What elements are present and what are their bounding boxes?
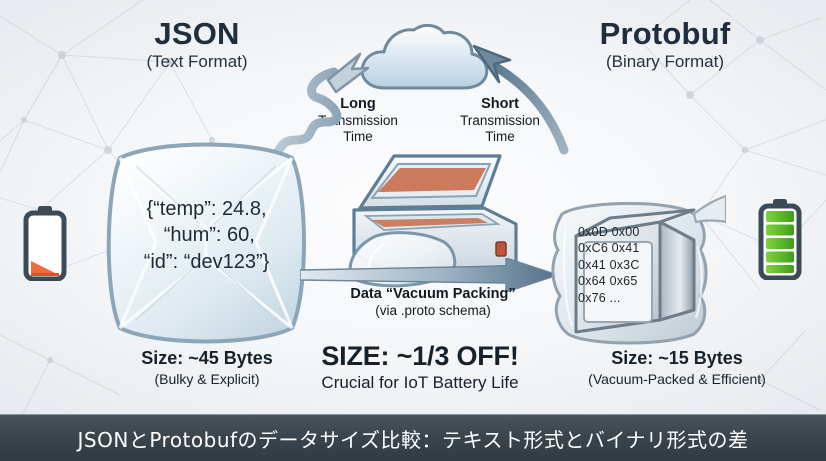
- protobuf-title: Protobuf: [599, 16, 731, 51]
- json-payload-text: {“temp”: 24.8, “hum”: 60, “id”: “dev123”…: [104, 196, 309, 275]
- json-size-label-block: Size: ~45 Bytes (Bulky & Explicit): [82, 348, 332, 387]
- protobuf-size-label: Size: ~15 Bytes: [611, 348, 743, 368]
- protobuf-payload-line-2: 0xC6 0x41: [578, 241, 640, 256]
- vacuum-packing-caption: Data “Vacuum Packing” (via .proto schema…: [318, 286, 548, 320]
- right-arrow-icon: [300, 258, 559, 292]
- caption-text: JSONとProtobufのデータサイズ比較：テキスト形式とバイナリ形式の差: [77, 427, 749, 452]
- size-reduction-block: SIZE: ~1/3 OFF! Crucial for IoT Battery …: [288, 340, 552, 394]
- long-transmission-title: Long: [340, 96, 376, 112]
- json-title-block: JSON (Text Format): [92, 16, 302, 71]
- short-transmission-line3: Time: [485, 129, 515, 145]
- cloud-icon: [360, 24, 489, 90]
- protobuf-payload-line-4: 0x64 0x65: [578, 274, 638, 289]
- json-subtitle: (Text Format): [146, 51, 248, 71]
- json-bulky-package-icon: [106, 142, 306, 344]
- protobuf-payload-text: 0x0D 0x00 0xC6 0x41 0x41 0x3C 0x64 0x65 …: [578, 224, 698, 306]
- vacuum-packing-label: Data “Vacuum Packing”: [350, 286, 516, 302]
- json-size-note: (Bulky & Explicit): [154, 370, 260, 387]
- vacuum-packing-note: (via .proto schema): [375, 303, 491, 319]
- battery-low-icon: [23, 206, 67, 281]
- json-size-label: Size: ~45 Bytes: [141, 348, 273, 368]
- size-reduction-subline: Crucial for IoT Battery Life: [321, 373, 519, 393]
- short-transmission-title: Short: [481, 96, 519, 112]
- json-title: JSON: [154, 16, 240, 51]
- json-payload-line-1: {“temp”: 24.8,: [146, 198, 267, 220]
- protobuf-subtitle: (Binary Format): [605, 51, 725, 71]
- long-path-arrow-icon: [256, 52, 370, 163]
- size-reduction-headline: SIZE: ~1/3 OFF!: [321, 341, 519, 371]
- short-path-arrow-icon: [472, 44, 569, 155]
- protobuf-size-label-block: Size: ~15 Bytes (Vacuum-Packed & Efficie…: [546, 348, 808, 387]
- protobuf-payload-line-1: 0x0D 0x00: [578, 225, 640, 239]
- protobuf-payload-line-3: 0x41 0x3C: [578, 257, 640, 272]
- short-transmission-label: Short Transmission Time: [448, 96, 552, 145]
- battery-full-icon: [758, 199, 802, 280]
- protobuf-title-block: Protobuf (Binary Format): [540, 16, 790, 71]
- protobuf-size-note: (Vacuum-Packed & Efficient): [588, 370, 766, 387]
- long-transmission-line3: Time: [343, 129, 373, 145]
- json-payload-line-3: “id”: “dev123”}: [143, 250, 270, 273]
- caption-bar: JSONとProtobufのデータサイズ比較：テキスト形式とバイナリ形式の差: [0, 414, 826, 461]
- json-payload-line-2: “hum”: 60,: [158, 224, 255, 247]
- protobuf-payload-line-5: 0x76 ...: [578, 290, 621, 305]
- protobuf-vacuum-packed-icon: [551, 194, 726, 345]
- short-transmission-line2: Transmission: [460, 113, 540, 129]
